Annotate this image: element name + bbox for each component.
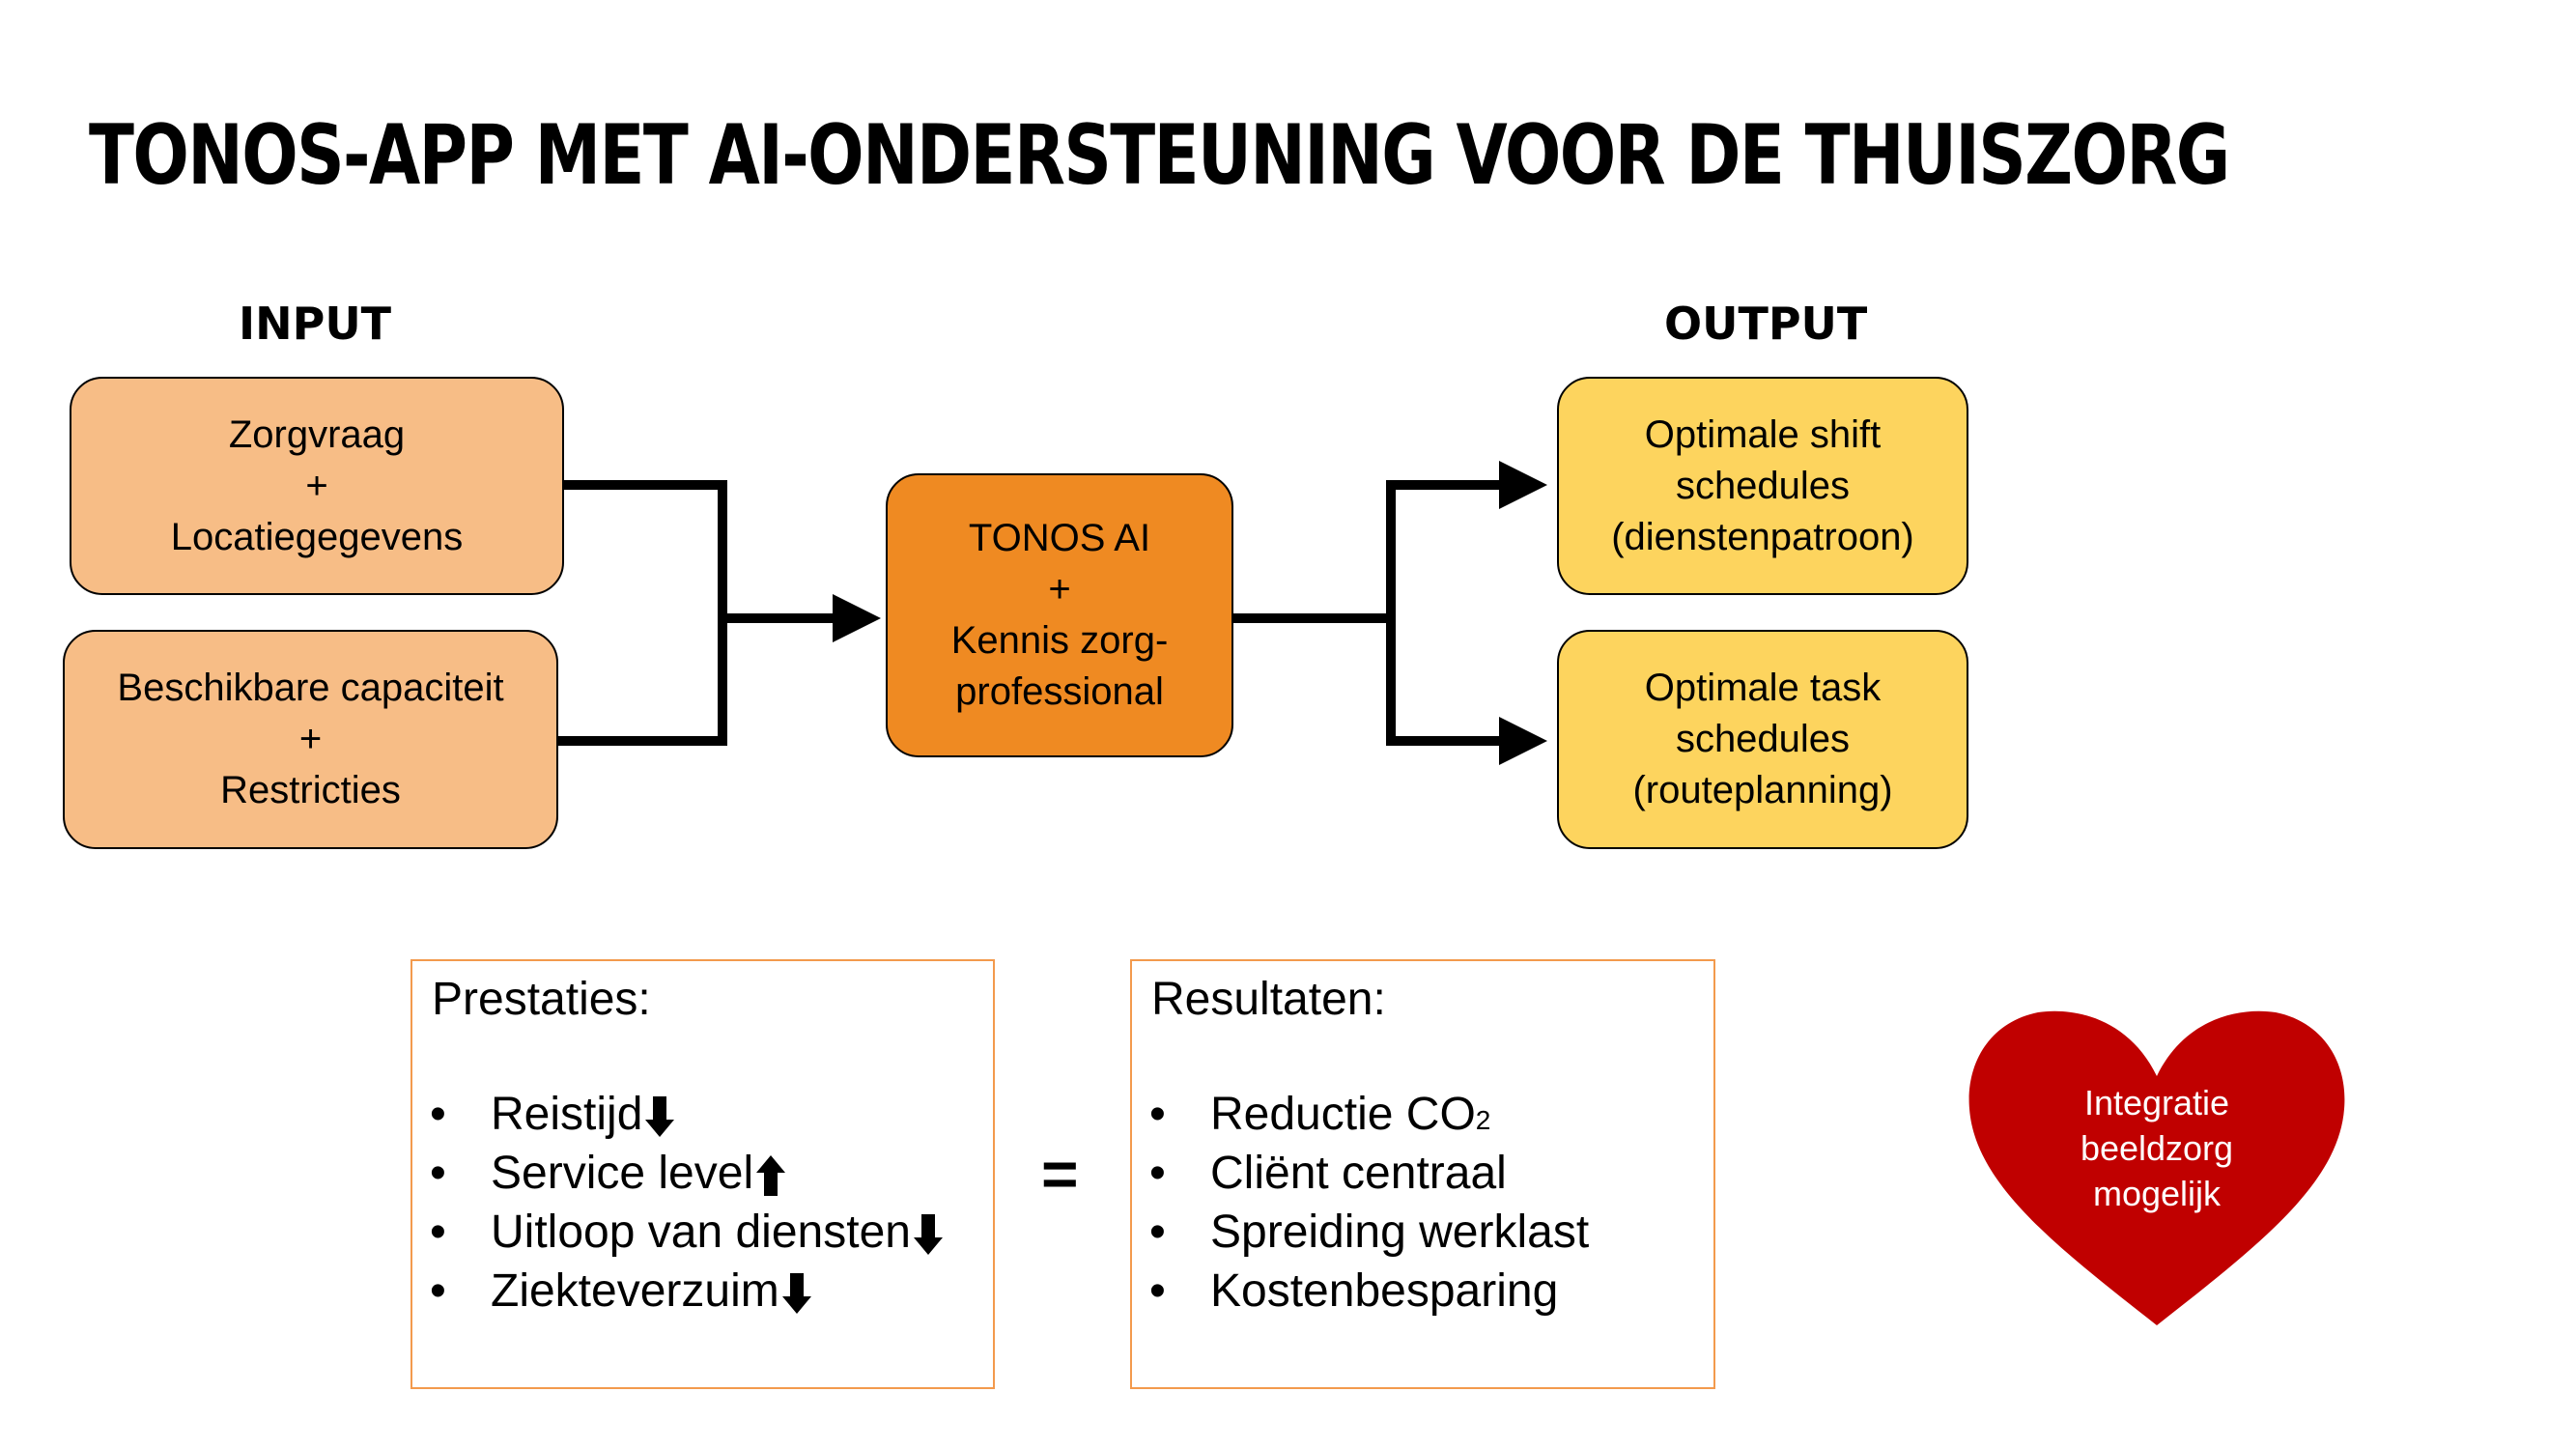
connector-bottom-input bbox=[558, 618, 727, 746]
core-box-line: TONOS AI bbox=[968, 517, 1151, 559]
arrow-down-icon bbox=[781, 1273, 811, 1315]
arrow-down-icon bbox=[645, 1096, 675, 1138]
input-box-plus: + bbox=[298, 718, 323, 760]
arrow-down-icon bbox=[913, 1214, 943, 1256]
core-box-tonos-ai: TONOS AI + Kennis zorg- professional bbox=[886, 473, 1233, 757]
output-box-line: (dienstenpatroon) bbox=[1611, 515, 1914, 558]
list-item: • Uitloop van diensten bbox=[430, 1203, 944, 1262]
heart-shape bbox=[1968, 1010, 2345, 1325]
heart-label-line: Integratie bbox=[2083, 1083, 2230, 1122]
connector-to-output-top bbox=[1386, 461, 1547, 618]
list-item-text: Reistijd bbox=[491, 1089, 643, 1140]
bullet: • bbox=[1149, 1148, 1166, 1199]
input-box-line: Beschikbare capaciteit bbox=[117, 667, 504, 709]
heart-label: Integratie beeldzorg mogelijk bbox=[1966, 1080, 2348, 1216]
connector-top-input bbox=[562, 480, 727, 618]
list-item: • Service level bbox=[430, 1144, 944, 1203]
input-box-zorgvraag: Zorgvraag + Locatiegegevens bbox=[70, 377, 564, 595]
bullet: • bbox=[1149, 1207, 1166, 1258]
output-box-line: Optimale task bbox=[1644, 667, 1882, 709]
input-label: INPUT bbox=[239, 298, 392, 350]
list-item: • Spreiding werklast bbox=[1149, 1203, 1589, 1262]
bullet: • bbox=[430, 1089, 446, 1140]
input-box-line: Zorgvraag bbox=[228, 412, 406, 456]
list-item-text: Ziekteverzuim bbox=[491, 1265, 779, 1317]
input-box-line: Restricties bbox=[220, 769, 401, 811]
output-box-shift-schedules: Optimale shift schedules (dienstenpatroo… bbox=[1557, 377, 1968, 595]
bullet: • bbox=[430, 1265, 446, 1317]
connector-to-output-bottom bbox=[1386, 618, 1547, 765]
bullet: • bbox=[1149, 1089, 1166, 1140]
list-item-text: Kostenbesparing bbox=[1210, 1265, 1559, 1317]
arrow-up-icon bbox=[756, 1155, 786, 1197]
heart-label-line: mogelijk bbox=[2092, 1174, 2222, 1213]
list-item-text: Reductie CO bbox=[1210, 1089, 1476, 1140]
list-item: • Reductie CO2 bbox=[1149, 1085, 1589, 1144]
input-box-line: Locatiegegevens bbox=[170, 515, 464, 558]
prestaties-heading: Prestaties: bbox=[432, 974, 651, 1025]
co2-subscript: 2 bbox=[1475, 1105, 1491, 1135]
list-item: • Cliënt centraal bbox=[1149, 1144, 1589, 1203]
heart-label-line: beeldzorg bbox=[2080, 1128, 2234, 1168]
resultaten-list: • Reductie CO2 • Cliënt centraal • Spreidin… bbox=[1149, 1085, 1589, 1321]
resultaten-panel: Resultaten: • Reductie CO2 • Cliënt centra… bbox=[1130, 959, 1715, 1389]
core-box-line: Kennis zorg- bbox=[950, 619, 1169, 662]
input-box-capaciteit: Beschikbare capaciteit + Restricties bbox=[63, 630, 558, 849]
prestaties-list: • Reistijd • Service level • Uitloop van di… bbox=[430, 1085, 944, 1321]
output-label: OUTPUT bbox=[1664, 298, 1868, 350]
page-title: TONOS-APP MET AI-ONDERSTEUNING VOOR DE T… bbox=[89, 107, 2230, 204]
bullet: • bbox=[430, 1148, 446, 1199]
core-box-line: professional bbox=[955, 670, 1164, 713]
bullet: • bbox=[430, 1207, 446, 1258]
resultaten-heading: Resultaten: bbox=[1151, 974, 1386, 1025]
list-item: • Ziekteverzuim bbox=[430, 1262, 944, 1321]
prestaties-panel: Prestaties: • Reistijd • Service level • Ui… bbox=[410, 959, 995, 1389]
list-item: • Reistijd bbox=[430, 1085, 944, 1144]
core-box-plus: + bbox=[1048, 568, 1071, 611]
heart-icon bbox=[1968, 1010, 2345, 1325]
bullet: • bbox=[1149, 1265, 1166, 1317]
output-box-line: schedules bbox=[1675, 718, 1851, 760]
list-item: • Kostenbesparing bbox=[1149, 1262, 1589, 1321]
output-box-line: (routeplanning) bbox=[1632, 769, 1893, 811]
output-box-line: Optimale shift bbox=[1644, 412, 1882, 456]
list-item-text: Spreiding werklast bbox=[1210, 1207, 1590, 1258]
list-item-text: Service level bbox=[491, 1148, 754, 1199]
equals-sign: = bbox=[1041, 1138, 1079, 1209]
output-box-task-schedules: Optimale task schedules (routeplanning) bbox=[1557, 630, 1968, 849]
input-box-plus: + bbox=[305, 464, 328, 507]
list-item-text: Uitloop van diensten bbox=[491, 1207, 911, 1258]
output-box-line: schedules bbox=[1675, 464, 1851, 507]
list-item-text: Cliënt centraal bbox=[1210, 1148, 1507, 1199]
